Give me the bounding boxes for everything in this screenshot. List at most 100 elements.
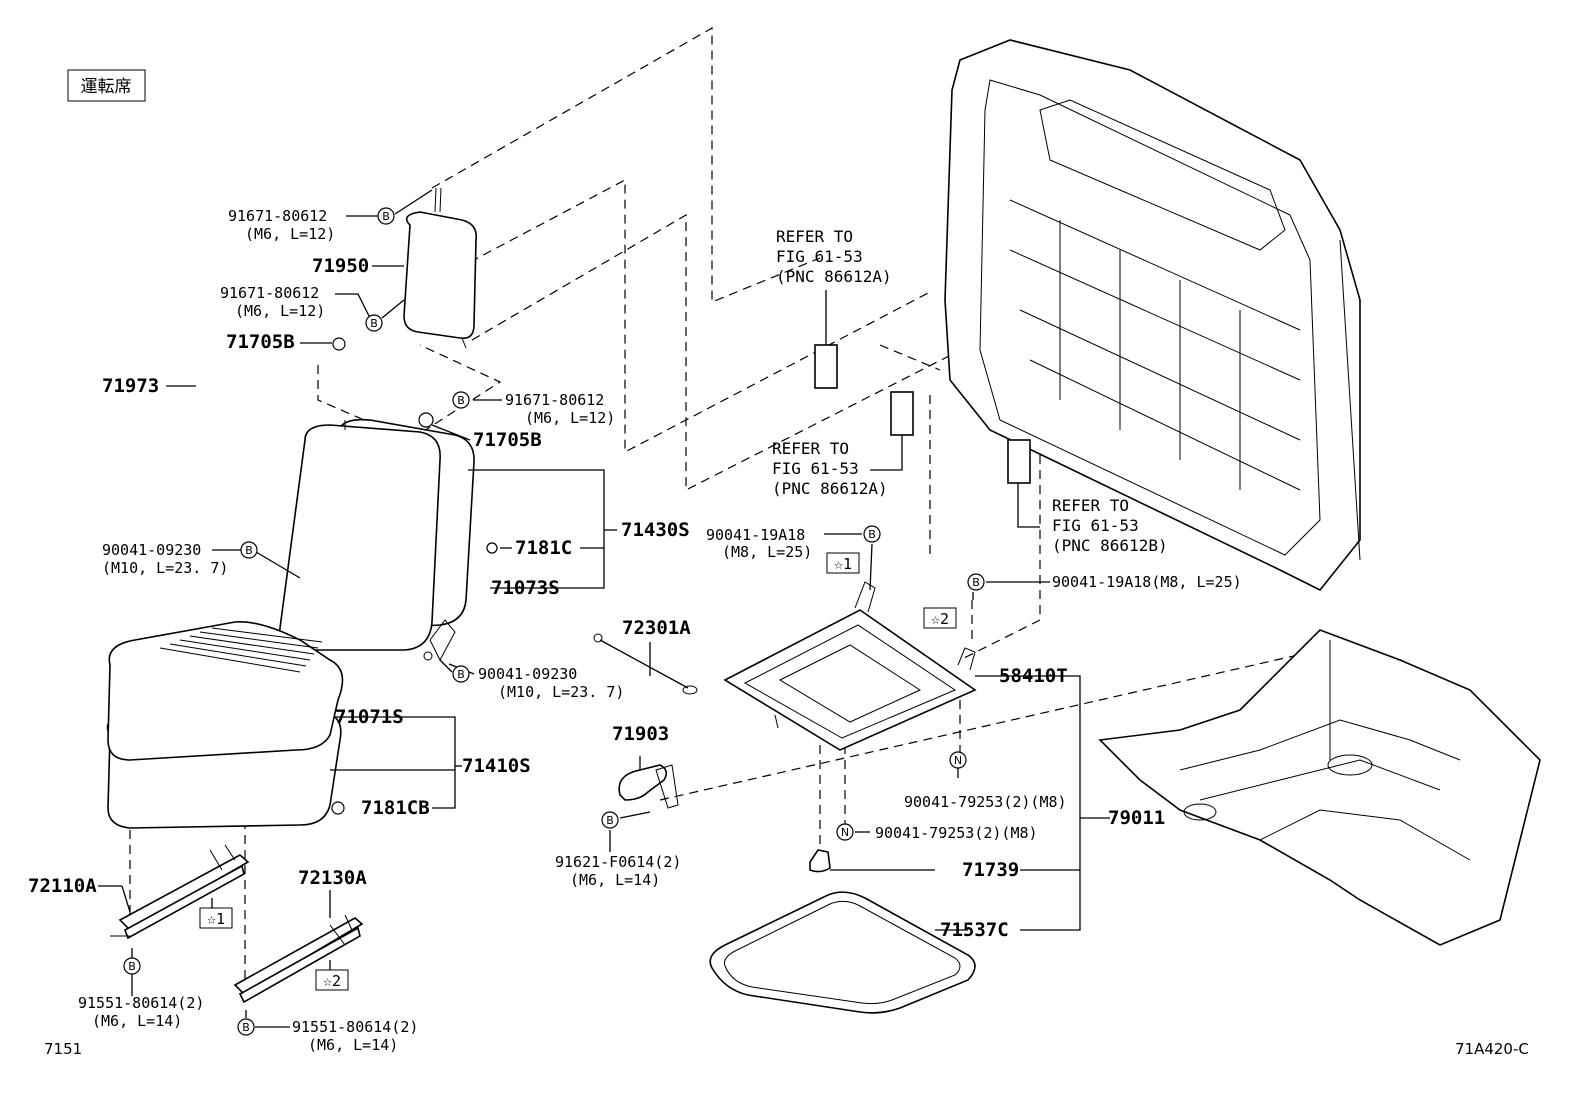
seat-tracks — [110, 844, 364, 1004]
svg-text:B: B — [868, 528, 876, 541]
part-71739: 71739 — [962, 859, 1019, 881]
svg-text:B: B — [972, 576, 980, 589]
part-72301a: 72301A — [622, 617, 691, 639]
part-7181c: 7181C — [515, 537, 572, 559]
star1-mark: ☆1 — [834, 555, 852, 573]
grommet-71705b-a — [332, 337, 346, 351]
ref1-line1: REFER TO — [776, 227, 853, 246]
refer-notes: REFER TO FIG 61-53 (PNC 86612A) REFER TO… — [772, 227, 1168, 555]
bolt-symbol: B — [601, 811, 619, 829]
bolt-symbol: B — [237, 1018, 255, 1036]
bolt-symbol: B — [377, 207, 395, 225]
part-91621-spec: (M6, L=14) — [570, 871, 660, 889]
star2-mark: ☆2 — [323, 972, 341, 990]
seat-cushion — [106, 621, 344, 829]
nut-symbol: N — [949, 751, 967, 769]
bolt-symbol: B — [452, 665, 470, 683]
part-90041-19a18-a-spec: (M8, L=25) — [722, 543, 812, 561]
part-71537c: 71537C — [940, 919, 1009, 941]
part-72130a: 72130A — [298, 867, 367, 889]
grommet-71705b-b — [418, 412, 434, 428]
part-91621: 91621-F0614(2) — [555, 853, 681, 871]
svg-text:B: B — [382, 210, 390, 223]
part-71705b-b: 71705B — [473, 429, 542, 451]
part-79011: 79011 — [1108, 807, 1165, 829]
part-71071s: 71071S — [335, 706, 404, 728]
bolt-symbol: B — [452, 391, 470, 409]
part-71950: 71950 — [312, 255, 369, 277]
ref2-line1: REFER TO — [772, 439, 849, 458]
cab-back-panel — [944, 39, 1361, 592]
part-90041-19a18-a: 90041-19A18 — [706, 526, 805, 544]
ref2-line3: (PNC 86612A) — [772, 479, 888, 498]
ref3-line1: REFER TO — [1052, 496, 1129, 515]
seat-frame — [723, 581, 977, 751]
svg-text:B: B — [128, 960, 136, 973]
footer-right-code: 71A420-C — [1455, 1040, 1529, 1058]
footer-left-code: 7151 — [44, 1040, 82, 1058]
part-91551-b: 91551-80614(2) — [292, 1018, 418, 1036]
svg-text:B: B — [370, 317, 378, 330]
part-91551-a-spec: (M6, L=14) — [92, 1012, 182, 1030]
bolt-symbol: B — [863, 525, 881, 543]
part-91671-a: 91671-80612 — [228, 207, 327, 225]
svg-text:B: B — [242, 1021, 250, 1034]
seatback — [279, 418, 475, 662]
circle-symbols: B B B B B B B B B B N N — [123, 207, 985, 1036]
part-71973: 71973 — [102, 375, 159, 397]
part-91551-a: 91551-80614(2) — [78, 994, 204, 1012]
ref1-line2: FIG 61-53 — [776, 247, 863, 266]
guide-lines — [129, 26, 1321, 985]
svg-text:N: N — [841, 826, 849, 839]
part-71903: 71903 — [612, 723, 669, 745]
part-90041-09230-a: 90041-09230 — [102, 541, 201, 559]
ref-blocks — [814, 344, 1031, 484]
release-cable — [593, 633, 698, 695]
seat-label-box: 運転席 — [67, 69, 146, 102]
part-7181cb: 7181CB — [361, 797, 430, 819]
part-71430s: 71430S — [621, 519, 690, 541]
part-90041-79253-b: 90041-79253(2)(M8) — [875, 824, 1038, 842]
clip-7181cb — [331, 801, 345, 815]
leader-lines — [98, 189, 1110, 1028]
part-91551-b-spec: (M6, L=14) — [308, 1036, 398, 1054]
svg-text:N: N — [954, 754, 962, 767]
bolt-symbol: B — [240, 541, 258, 559]
ref3-line3: (PNC 86612B) — [1052, 536, 1168, 555]
star1-mark: ☆1 — [207, 910, 225, 928]
seat-label: 運転席 — [81, 77, 132, 97]
part-91671-b-spec: (M6, L=12) — [235, 302, 325, 320]
part-71705b-a: 71705B — [226, 331, 295, 353]
svg-text:B: B — [245, 544, 253, 557]
part-90041-09230-b: 90041-09230 — [478, 665, 577, 683]
part-91671-b: 91671-80612 — [220, 284, 319, 302]
headrest — [403, 187, 478, 349]
release-lever — [618, 764, 679, 809]
star-marks: ☆1 ☆2 ☆1 ☆2 — [199, 552, 957, 991]
nut-symbol: N — [836, 823, 854, 841]
star2-mark: ☆2 — [931, 610, 949, 628]
bolt-symbol: B — [123, 957, 141, 975]
part-72110a: 72110A — [28, 875, 97, 897]
part-71410s: 71410S — [462, 755, 531, 777]
part-91671-c: 91671-80612 — [505, 391, 604, 409]
part-71073s: 71073S — [491, 577, 560, 599]
bolt-symbol: B — [967, 573, 985, 591]
part-58410t: 58410T — [999, 665, 1068, 687]
svg-text:B: B — [457, 668, 465, 681]
clip-7181c — [486, 542, 498, 554]
part-91671-a-spec: (M6, L=12) — [245, 225, 335, 243]
svg-text:B: B — [606, 814, 614, 827]
part-labels: 91671-80612 (M6, L=12) 71950 91671-80612… — [28, 207, 1242, 1054]
ref2-line2: FIG 61-53 — [772, 459, 859, 478]
part-90041-09230-b-spec: (M10, L=23. 7) — [498, 683, 624, 701]
ref3-line2: FIG 61-53 — [1052, 516, 1139, 535]
bumper-and-trim — [709, 849, 976, 1014]
bolt-symbol: B — [365, 314, 383, 332]
floor-pan — [1098, 629, 1541, 946]
ref1-line3: (PNC 86612A) — [776, 267, 892, 286]
part-90041-09230-a-spec: (M10, L=23. 7) — [102, 559, 228, 577]
part-91671-c-spec: (M6, L=12) — [525, 409, 615, 427]
